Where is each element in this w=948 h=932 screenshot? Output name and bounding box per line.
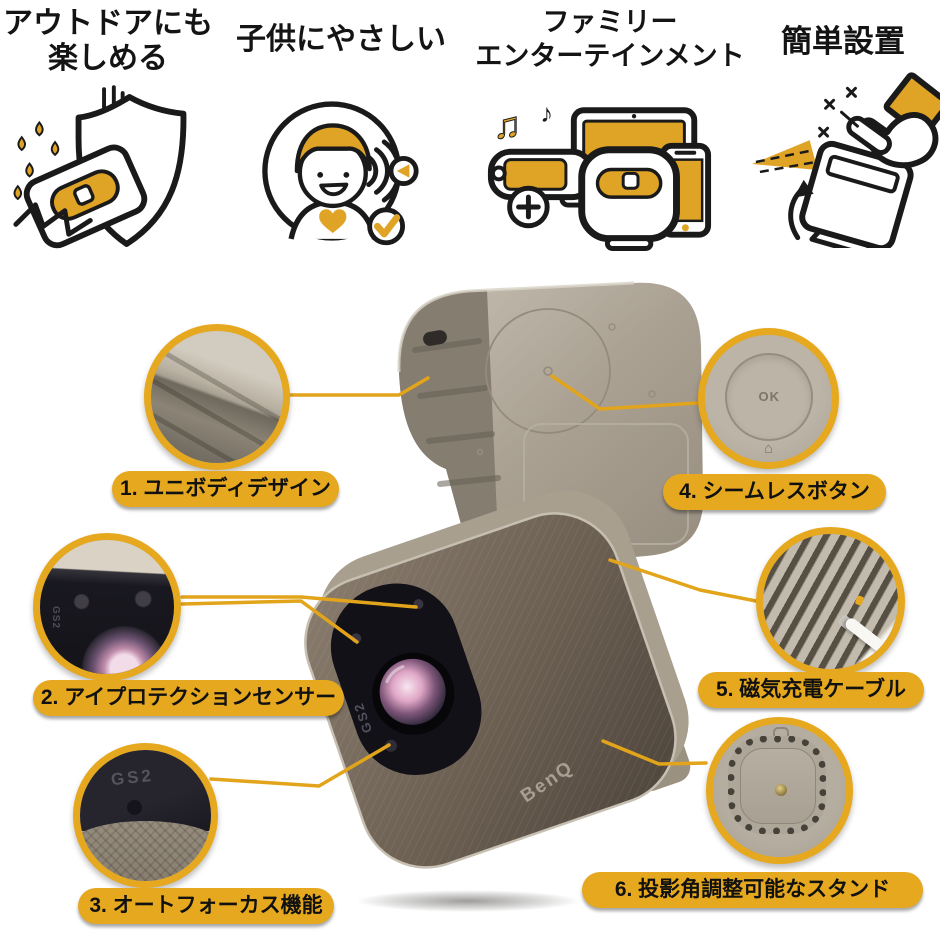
- callout-label-adjustable-stand: 6. 投影角調整可能なスタンド: [582, 872, 923, 908]
- ok-button-label: OK: [758, 389, 780, 405]
- callout-label-eye-protection: 2. アイプロテクションセンサー: [33, 680, 344, 716]
- callout-circle-seamless-buttons: OK ⌂: [698, 328, 839, 469]
- connector-3: [209, 743, 391, 788]
- adjustable-stand-closeup: [713, 724, 846, 857]
- easy-setup-icon: [751, 72, 940, 248]
- magnetic-charging-cable-closeup: [763, 534, 898, 669]
- seamless-buttons-closeup: OK ⌂: [705, 335, 832, 462]
- model-mark: GS2: [50, 606, 62, 630]
- home-icon: ⌂: [763, 439, 774, 457]
- pressing-hand: [846, 72, 940, 169]
- callout-circle-charging-cable: [756, 527, 905, 676]
- checkmark: [374, 214, 401, 238]
- stand-notch: [772, 726, 789, 745]
- shell-button-pad: [485, 308, 611, 434]
- feature-title-kids: 子供にやさしい: [228, 22, 454, 57]
- connector-1: [287, 376, 430, 397]
- status-led: [854, 595, 865, 607]
- tilted-projector: [799, 140, 914, 248]
- callout-label-autofocus: 3. オートフォーカス機能: [78, 888, 334, 924]
- tripod-screw: [774, 783, 787, 796]
- water-drops: [13, 120, 60, 201]
- connector-6: [601, 739, 708, 766]
- connector-5: [608, 558, 758, 603]
- music-note-icon: ♪: [540, 100, 553, 128]
- feature-title-family: ファミリー エンターテインメント: [464, 5, 756, 73]
- mouth: [319, 182, 349, 197]
- play-triangle: [396, 164, 410, 178]
- callout-label-seamless-buttons: 4. シームレスボタン: [663, 474, 886, 510]
- music-note-icon: ♫: [493, 104, 521, 146]
- projector-body: GS2 BenQ: [304, 490, 691, 869]
- lens: [379, 658, 446, 725]
- floor-shadow: [356, 890, 580, 912]
- connector-4: [550, 374, 700, 411]
- unibody-closeup: [151, 331, 283, 463]
- hair: [294, 123, 372, 174]
- callout-circle-unibody: [144, 324, 290, 470]
- charging-cable: [843, 616, 898, 667]
- model-mark: GS2: [110, 765, 156, 790]
- outdoor-durability-icon: [13, 85, 187, 249]
- eye-protection-sensor-closeup: GS2: [40, 540, 174, 674]
- autofocus-camera-dot: [127, 800, 143, 816]
- callout-circle-eye-protection: GS2: [33, 533, 181, 681]
- impact-burst: [13, 202, 93, 237]
- click-sparks: [818, 86, 859, 138]
- feature-title-line: アウトドアにも: [3, 7, 213, 40]
- feature-title-line: 簡単設置: [781, 24, 905, 59]
- family-entertainment-icon: ♫ ♪: [487, 100, 712, 251]
- autofocus-closeup: GS2: [80, 750, 211, 881]
- callout-label-unibody: 1. ユニボディデザイン: [112, 471, 339, 507]
- autofocus-camera: [385, 739, 398, 752]
- kid-friendly-icon: [262, 101, 419, 246]
- feature-title-line: 楽しめる: [48, 42, 168, 75]
- ok-button-ring: OK: [725, 352, 814, 441]
- feature-title-line: ファミリー: [542, 7, 678, 37]
- carry-shell: [397, 281, 704, 567]
- feature-title-outdoor: アウトドアにも 楽しめる: [0, 6, 216, 76]
- feature-title-setup: 簡単設置: [762, 24, 924, 59]
- callout-label-charging-cable: 5. 磁気充電ケーブル: [698, 672, 924, 708]
- connector-2a: [180, 595, 418, 609]
- feature-title-line: エンターテインメント: [475, 41, 745, 71]
- heart: [319, 209, 347, 234]
- projector-front: [578, 146, 680, 251]
- feature-title-line: 子供にやさしい: [236, 23, 446, 56]
- callout-circle-autofocus: GS2: [73, 743, 218, 888]
- projection-beam: [751, 140, 818, 170]
- ir-port: [423, 330, 447, 346]
- connector-2b: [180, 599, 359, 644]
- game-controller: [487, 148, 595, 229]
- callout-circle-adjustable-stand: [706, 717, 853, 864]
